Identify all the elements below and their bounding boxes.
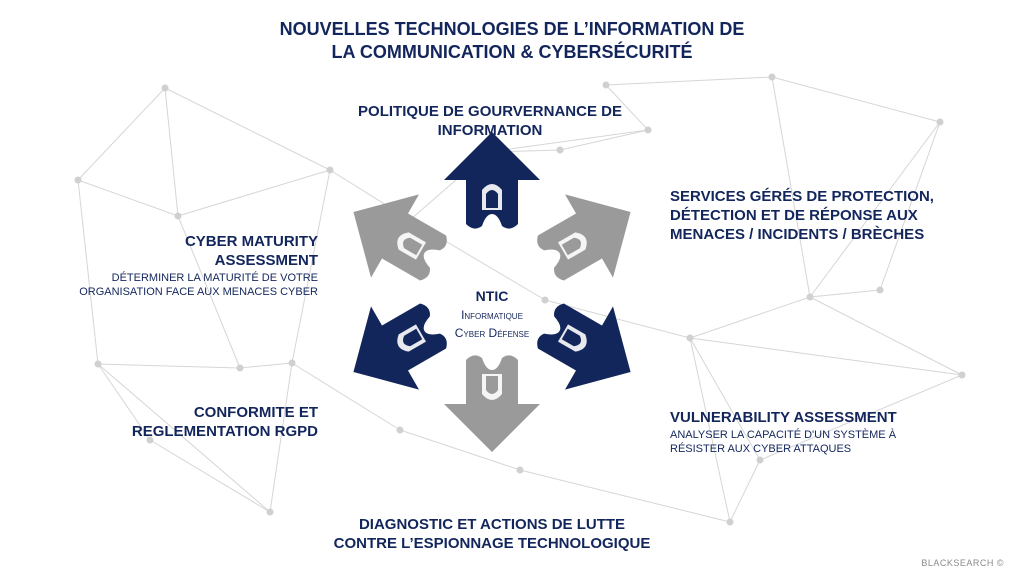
label-diagnostic-l1: DIAGNOSTIC ET ACTIONS DE LUTTE [358, 516, 626, 533]
network-line [269, 362, 293, 513]
network-line [77, 179, 99, 365]
arrow-downleft-icon [353, 303, 447, 390]
arrow-upleft-icon [353, 194, 447, 281]
network-line [239, 362, 293, 369]
network-node [396, 426, 404, 434]
network-line [729, 459, 761, 523]
network-node [94, 360, 102, 368]
arrow-up-icon [444, 132, 540, 229]
network-line [519, 469, 731, 523]
network-line [164, 87, 179, 217]
label-diagnostic-l2: CONTRE L’ESPIONNAGE TECHNOLOGIQUE [333, 535, 651, 552]
arrow-downright-icon [537, 303, 631, 390]
label-conformite: CONFORMITE ET REGLEMENTATION RGPD [60, 403, 318, 441]
footer-credit: BLACKSEARCH © [921, 558, 1004, 568]
network-line [291, 169, 331, 364]
label-vulnerability-l1: VULNERABILITY ASSESSMENT [670, 409, 897, 426]
network-node [541, 296, 549, 304]
network-line [77, 87, 166, 181]
network-node [958, 371, 966, 379]
title-line-1: NOUVELLES TECHNOLOGIES DE L’INFORMATION … [279, 19, 745, 39]
network-line [177, 169, 331, 217]
network-line [97, 363, 271, 513]
network-line [689, 296, 811, 339]
network-line [605, 76, 773, 86]
network-line [487, 129, 649, 153]
label-gouvernance-l1: POLITIQUE DE GOURVERNANCE DE [358, 103, 622, 120]
label-maturity-l2: ASSESSMENT [214, 252, 318, 269]
network-line [689, 337, 731, 523]
title-line-2: LA COMMUNICATION & CYBERSÉCURITÉ [331, 42, 693, 62]
sub-vulnerability: analyser la capacité d'un système à rési… [670, 428, 970, 456]
sub-maturity-l2: organisation face aux menaces cyber [79, 286, 318, 298]
network-line [771, 76, 941, 123]
arrow-down-icon [444, 355, 540, 452]
network-line [77, 179, 179, 217]
network-line [177, 215, 241, 369]
label-gouvernance: POLITIQUE DE GOURVERNANCE DE INFORMATION [340, 102, 640, 140]
network-node [768, 73, 776, 81]
network-line [809, 296, 963, 376]
network-node [686, 334, 694, 342]
sub-vulnerability-l1: analyser la capacité d'un système à [670, 429, 897, 441]
label-services-l3: MENACES / INCIDENTS / BRÈCHES [670, 226, 925, 243]
label-conformite-l2: REGLEMENTATION RGPD [131, 423, 318, 440]
network-node [146, 436, 154, 444]
network-line [879, 121, 941, 291]
network-line [809, 121, 941, 298]
network-node [806, 293, 814, 301]
arrow-upright-icon [537, 194, 631, 281]
network-node [602, 81, 610, 89]
network-line [149, 439, 271, 513]
network-node [726, 518, 734, 526]
network-node [516, 466, 524, 474]
network-node [876, 286, 884, 294]
label-vulnerability: VULNERABILITY ASSESSMENT [670, 408, 970, 427]
label-cyber-maturity: CYBER MATURITY ASSESSMENT [60, 232, 318, 270]
label-maturity-l1: CYBER MATURITY [184, 233, 318, 250]
network-node [936, 118, 944, 126]
sub-cyber-maturity: déterminer la maturité de votre organisa… [40, 271, 318, 299]
center-line-1: Informatique [461, 308, 523, 322]
network-line [291, 362, 401, 431]
network-line [544, 299, 691, 339]
label-services-l1: SERVICES GÉRÉS DE PROTECTION, [670, 188, 934, 205]
network-line [689, 337, 761, 461]
network-node [326, 166, 334, 174]
network-line [605, 84, 649, 131]
network-node [756, 456, 764, 464]
network-node [556, 146, 564, 154]
label-diagnostic: DIAGNOSTIC ET ACTIONS DE LUTTE CONTRE L’… [292, 515, 692, 553]
network-node [266, 508, 274, 516]
network-node [644, 126, 652, 134]
diagram-title: NOUVELLES TECHNOLOGIES DE L’INFORMATION … [0, 18, 1024, 64]
label-services-geres: SERVICES GÉRÉS DE PROTECTION, DÉTECTION … [670, 187, 970, 244]
network-line [771, 76, 811, 298]
network-node [236, 364, 244, 372]
label-gouvernance-l2: INFORMATION [437, 122, 543, 139]
network-line [97, 363, 241, 369]
network-line [559, 129, 649, 151]
label-services-l2: DÉTECTION ET DE RÉPONSE AUX [670, 207, 918, 224]
network-node [74, 176, 82, 184]
sub-vulnerability-l2: résister aux cyber attaques [670, 443, 852, 455]
sub-maturity-l1: déterminer la maturité de votre [111, 272, 318, 284]
network-line [164, 87, 331, 171]
network-node [161, 84, 169, 92]
center-line-2: Cyber Défense [454, 326, 530, 340]
network-line [759, 374, 963, 461]
network-line [399, 429, 521, 471]
network-line [809, 289, 881, 298]
network-node [174, 212, 182, 220]
label-conformite-l1: CONFORMITE ET [193, 404, 318, 421]
network-line [689, 337, 963, 376]
network-line [97, 363, 151, 441]
network-node [288, 359, 296, 367]
center-title: NTIC [475, 288, 509, 304]
